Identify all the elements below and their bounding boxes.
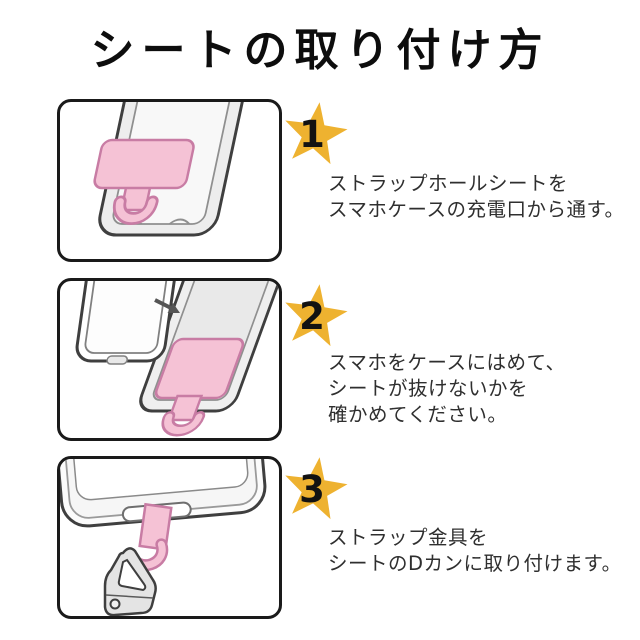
illustration-step-3	[57, 456, 282, 619]
sheet-tab	[167, 394, 204, 422]
sheet-tab	[138, 502, 173, 551]
illustration-step-2	[57, 278, 282, 441]
star-icon	[285, 284, 348, 347]
sheet-body	[93, 138, 195, 190]
caption-line: ストラップ金具を	[328, 526, 489, 549]
step-1-number-badge: 1	[281, 99, 349, 167]
caption-line: シートのDカンに取り付けます。	[328, 552, 622, 575]
step-1-graphic	[93, 102, 269, 237]
step-2-number-badge: 2	[281, 281, 349, 349]
step-2-caption: スマホをケースにはめて、 シートが抜けないかを 確かめてください。	[328, 350, 633, 428]
caption-line: 確かめてください。	[328, 403, 508, 426]
step-3-number-badge: 3	[281, 454, 349, 522]
step-2-graphic	[75, 281, 279, 437]
charging-port-graphic	[106, 355, 128, 365]
caption-line: スマホケースの充電口から通す。	[328, 198, 625, 221]
caption-line: シートが抜けないかを	[328, 377, 529, 400]
insert-arrow-icon	[154, 298, 180, 313]
step-number: 2	[299, 295, 325, 338]
illustration-step-1	[57, 99, 282, 262]
phone-case-graphic	[139, 281, 279, 437]
step-3-caption: ストラップ金具を シートのDカンに取り付けます。	[328, 525, 633, 577]
step-3-graphic	[60, 459, 267, 616]
page-title: シートの取り付け方	[90, 25, 550, 76]
strap-sheet-graphic	[93, 138, 195, 225]
carabiner-hook-graphic	[103, 547, 157, 616]
star-icon	[285, 457, 348, 520]
caption-line: ストラップホールシートを	[328, 172, 569, 195]
caption-line: スマホをケースにはめて、	[328, 351, 566, 374]
step-number: 3	[299, 468, 325, 511]
step-1-caption: ストラップホールシートを スマホケースの充電口から通す。	[328, 171, 633, 223]
phone-graphic	[75, 281, 191, 365]
star-icon	[285, 102, 348, 165]
step-number: 1	[299, 113, 325, 156]
